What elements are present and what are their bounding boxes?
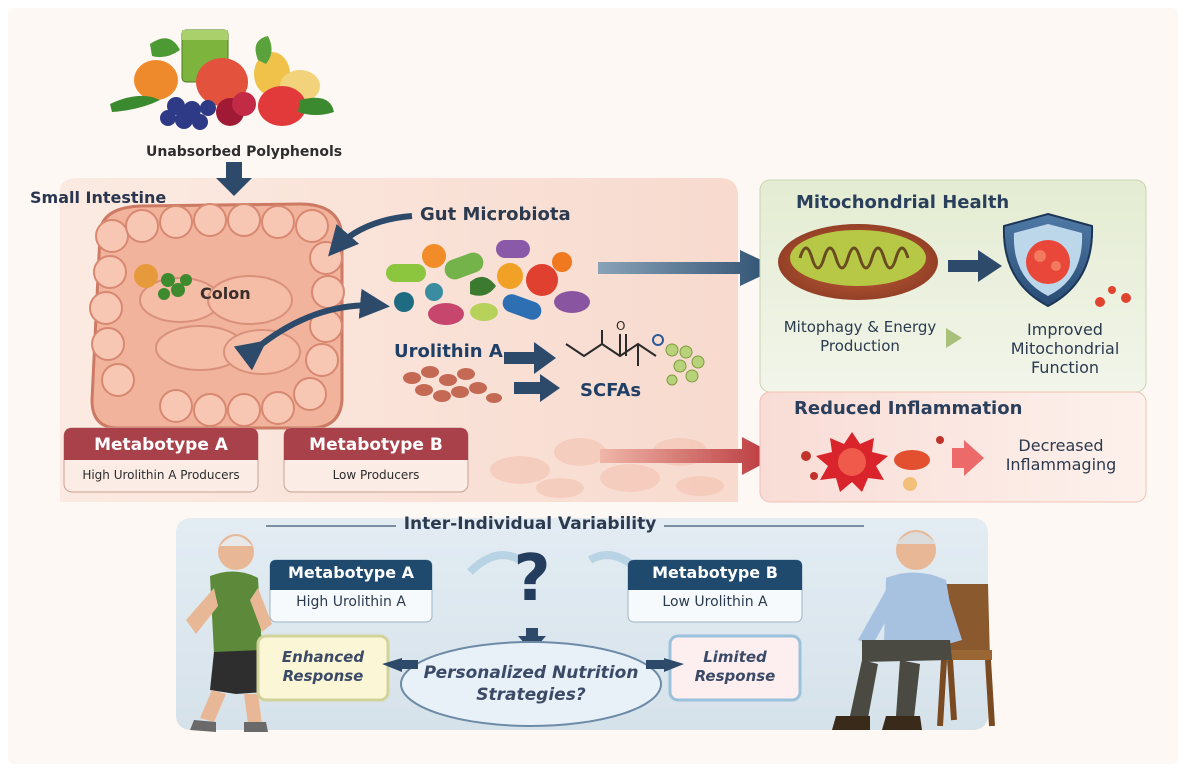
metabotype-b-title: Metabotype B xyxy=(309,435,443,455)
inflammatory-cell-illustration xyxy=(801,432,944,492)
play-arrow-icon xyxy=(946,328,962,348)
strategies-ellipse xyxy=(400,641,662,727)
microbiota-arrow xyxy=(328,213,413,257)
variability-title: Inter-Individual Variability xyxy=(403,514,657,534)
bottom-metabotype-a-title: Metabotype A xyxy=(288,563,414,582)
particles xyxy=(1095,286,1131,307)
scfa-molecules xyxy=(665,343,705,386)
bottom-metabotype-b-sub: Low Urolithin A xyxy=(662,594,768,610)
enhanced-response-box xyxy=(256,634,390,702)
source-label: Unabsorbed Polyphenols xyxy=(146,144,343,160)
molecule-structure xyxy=(565,330,664,366)
mitophagy-text: Mitophagy & Energy Production xyxy=(783,318,937,355)
metabotype-b-card xyxy=(627,559,803,623)
scfa-label: SCFAs xyxy=(580,380,642,401)
bottom-metabotype-b-title: Metabotype B xyxy=(652,563,778,582)
arrow-to-enhanced xyxy=(382,658,402,672)
mitochondrion-illustration xyxy=(778,224,938,300)
scfa-arrow xyxy=(514,374,560,402)
mitochondrial-health-title: Mitochondrial Health xyxy=(796,192,1010,213)
bottom-metabotype-a-sub: High Urolithin A xyxy=(296,594,406,610)
to-mitochondria-arrow xyxy=(598,250,778,286)
down-arrow-icon xyxy=(216,162,252,196)
improved-function-text: Improved Mitochondrial Function xyxy=(1010,320,1120,377)
oxygen-symbol: O xyxy=(616,319,625,333)
metabotype-a-title: Metabotype A xyxy=(94,435,228,455)
colon-label: Colon xyxy=(200,284,251,303)
polyphenol-foods-illustration xyxy=(110,29,334,130)
intestine-illustration xyxy=(89,202,345,430)
inflammation-result-arrow xyxy=(952,440,984,476)
enhanced-response-text: Enhanced Response xyxy=(281,648,365,685)
curved-arrow-left xyxy=(467,551,523,575)
metabotype-a-subtitle: High Urolithin A Producers xyxy=(82,468,240,482)
inflammaging-text: Decreased Inflammaging xyxy=(1005,436,1117,474)
colon-microbe-exchange-arrow xyxy=(233,288,390,371)
urolithin-arrow xyxy=(504,342,556,374)
strategies-text: Personalized Nutrition Strategies? xyxy=(423,663,639,705)
mito-result-arrow xyxy=(948,250,1002,282)
urolithin-label: Urolithin A xyxy=(394,341,503,362)
shield-icon xyxy=(1002,212,1094,308)
microbiota-label: Gut Microbiota xyxy=(420,204,571,225)
elderly-person-illustration xyxy=(832,530,995,730)
metabotype-b-badge xyxy=(283,427,469,493)
question-down-arrow xyxy=(518,628,546,652)
metabotype-a-badge xyxy=(63,427,259,493)
scfa-pellets xyxy=(403,366,502,403)
metabotype-a-card xyxy=(269,559,433,623)
arrow-to-limited xyxy=(664,658,684,672)
runner-illustration xyxy=(186,534,272,732)
small-intestine-label: Small Intestine xyxy=(30,188,167,207)
limited-response-text: Limited Response xyxy=(694,648,776,685)
reduced-inflammation-title: Reduced Inflammation xyxy=(794,398,1023,419)
arrow-to-enhanced-stem xyxy=(400,660,418,669)
question-mark-glyph: ? xyxy=(513,542,551,616)
to-inflammation-arrow xyxy=(600,437,778,475)
gut-microbes-illustration xyxy=(386,240,590,325)
arrow-to-limited-stem xyxy=(646,660,664,669)
metabotype-b-subtitle: Low Producers xyxy=(332,468,420,482)
